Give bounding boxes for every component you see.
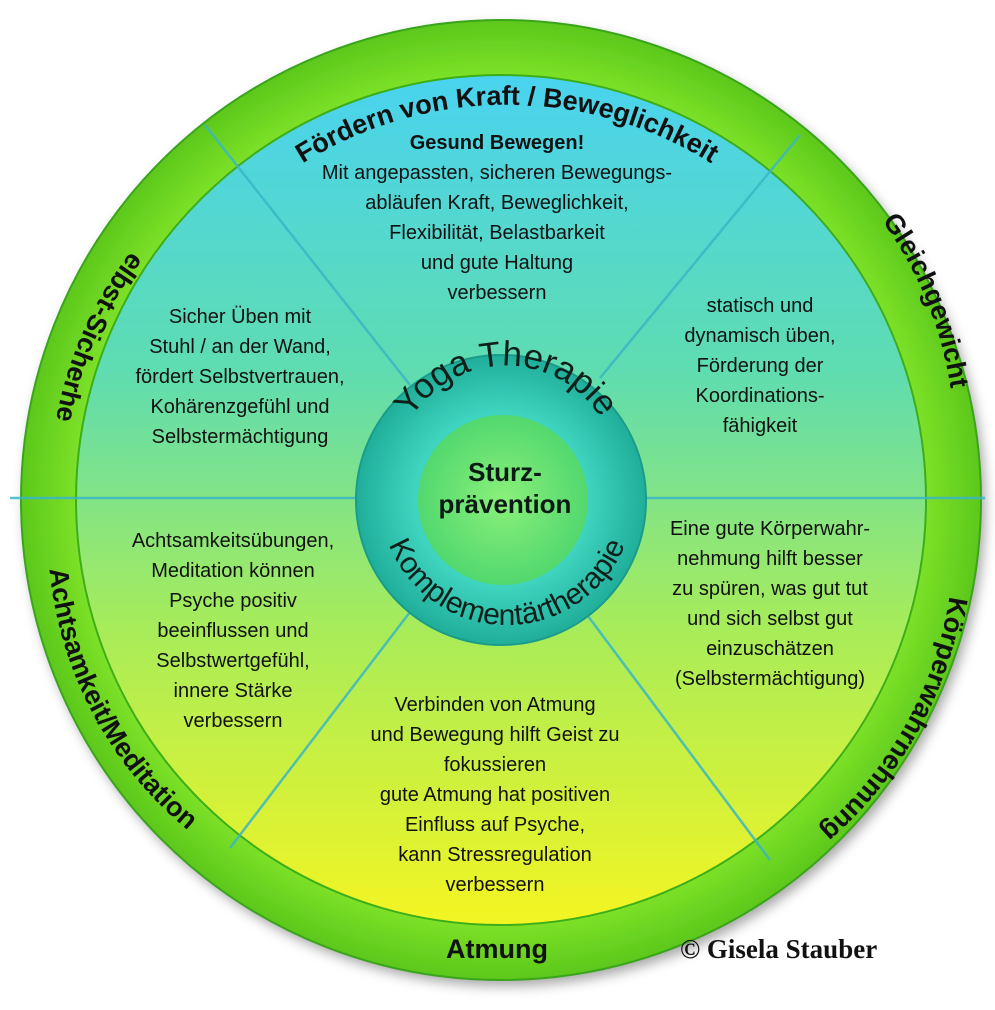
segment-line: und sich selbst gut [687, 608, 853, 630]
segment-line: beeinflussen und [157, 620, 309, 642]
segment-upper-right-text: statisch und dynamisch üben, Förderung d… [660, 291, 860, 441]
segment-line: verbessern [183, 710, 283, 732]
center-title-line1: Sturz- [468, 457, 542, 487]
segment-line: zu spüren, was gut tut [672, 578, 868, 600]
segment-top-text: Gesund Bewegen! Mit angepassten, sichere… [257, 128, 737, 308]
segment-line: Eine gute Körperwahr- [669, 518, 871, 540]
center-title-line2: prävention [439, 489, 572, 519]
segment-line: Mit angepassten, sicheren Bewegungs- [321, 162, 673, 184]
segment-line: nehmung hilft besser [677, 548, 863, 570]
segment-line: Verbinden von Atmung [394, 694, 596, 716]
segment-line: innere Stärke [173, 680, 293, 702]
segment-line: verbessern [447, 282, 547, 304]
segment-line: Achtsamkeitsübungen, [131, 530, 335, 552]
center-circle [418, 415, 588, 585]
segment-line: Selbstermächtigung [151, 426, 329, 448]
segment-line: und gute Haltung [420, 252, 574, 274]
segment-dividers [10, 124, 985, 861]
segment-line: Koordinations- [695, 385, 825, 407]
segment-top-heading: Gesund Bewegen! [409, 132, 585, 154]
outer-label-atmung: Atmung [446, 934, 548, 964]
copyright-notice: © Gisela Stauber [680, 934, 878, 964]
segment-line: Stuhl / an der Wand, [149, 336, 331, 358]
segment-bottom-text: Verbinden von Atmung und Bewegung hilft … [330, 690, 660, 900]
segment-line: fähigkeit [722, 415, 798, 437]
segment-lower-right-text: Eine gute Körperwahr- nehmung hilft bess… [630, 514, 910, 694]
segment-line: dynamisch üben, [684, 325, 836, 347]
segment-line: Sicher Üben mit [168, 306, 312, 328]
segment-upper-left-text: Sicher Üben mit Stuhl / an der Wand, för… [90, 302, 390, 452]
segment-line: kann Stressregulation [398, 844, 592, 866]
segment-line: Selbstwertgefühl, [156, 650, 310, 672]
segment-line: und Bewegung hilft Geist zu [370, 724, 620, 746]
segment-line: Kohärenzgefühl und [150, 396, 330, 418]
segment-line: Meditation können [151, 560, 315, 582]
segment-line: statisch und [706, 295, 814, 317]
segment-line: Flexibilität, Belastbarkeit [389, 222, 605, 244]
segment-line: einzuschätzen [706, 638, 834, 660]
segment-line: Einfluss auf Psyche, [404, 814, 586, 836]
segment-line: Psyche positiv [169, 590, 297, 612]
segment-line: Förderung der [696, 355, 824, 377]
segment-line: (Selbstermächtigung) [674, 668, 866, 690]
segment-line: verbessern [445, 874, 545, 896]
segment-line: fördert Selbstvertrauen, [135, 366, 345, 388]
segment-line: fokussieren [443, 754, 547, 776]
segment-lower-left-text: Achtsamkeitsübungen, Meditation können P… [98, 526, 368, 736]
segment-line: gute Atmung hat positiven [379, 784, 611, 806]
segment-line: abläufen Kraft, Beweglichkeit, [365, 192, 629, 214]
